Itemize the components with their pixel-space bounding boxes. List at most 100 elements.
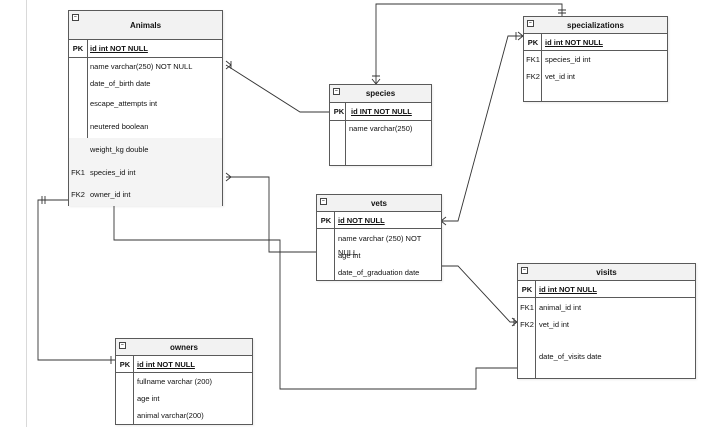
table-title: Animals bbox=[129, 21, 162, 30]
primary-key-row: PK id int NOT NULL bbox=[518, 281, 695, 298]
table-species[interactable]: − species PK id INT NOT NULL name varcha… bbox=[329, 84, 432, 166]
column-divider bbox=[334, 212, 335, 281]
table-visits[interactable]: − visits PK id int NOT NULL FK1 animal_i… bbox=[517, 263, 696, 379]
rel-vets-specializations bbox=[441, 35, 523, 222]
field-row bbox=[69, 138, 222, 206]
field-row: age int bbox=[116, 392, 252, 406]
field-name: neutered boolean bbox=[90, 122, 149, 131]
fk-label: FK1 bbox=[71, 168, 85, 177]
column-divider bbox=[541, 34, 542, 102]
rel-animals-species bbox=[225, 64, 329, 113]
field-row: age int bbox=[317, 249, 441, 263]
field-name: animal varchar(200) bbox=[137, 411, 204, 420]
field-row: animal varchar(200) bbox=[116, 409, 252, 423]
pk-field: id NOT NULL bbox=[338, 216, 385, 225]
field-row: FK1 species_id int bbox=[69, 166, 222, 180]
column-divider bbox=[87, 40, 88, 206]
many-marker-animals-species bbox=[225, 60, 232, 70]
table-specializations[interactable]: − specializations PK id int NOT NULL FK1… bbox=[523, 16, 668, 102]
table-animals[interactable]: − Animals PK id int NOT NULL name varcha… bbox=[68, 10, 223, 206]
field-name: name varchar(250) bbox=[349, 124, 413, 133]
field-name: name varchar(250) NOT NULL bbox=[90, 62, 193, 71]
field-name: weight_kg double bbox=[90, 145, 149, 154]
field-name: name varchar (250) NOT NULL bbox=[338, 234, 422, 257]
field-row: name varchar (250) NOT NULL bbox=[317, 232, 441, 257]
table-header: − species bbox=[330, 85, 431, 103]
field-name: date_of_visits date bbox=[539, 352, 602, 361]
field-name: escape_attempts int bbox=[90, 99, 158, 108]
field-row: neutered boolean bbox=[69, 120, 222, 134]
collapse-icon[interactable]: − bbox=[72, 14, 79, 21]
pk-label: PK bbox=[119, 360, 131, 369]
pk-label: PK bbox=[521, 285, 533, 294]
primary-key-row: PK id NOT NULL bbox=[317, 212, 441, 229]
pk-field: id INT NOT NULL bbox=[351, 107, 412, 116]
pk-label: PK bbox=[320, 216, 332, 225]
table-owners[interactable]: − owners PK id int NOT NULL fullname var… bbox=[115, 338, 253, 425]
primary-key-row: PK id INT NOT NULL bbox=[330, 103, 431, 121]
collapse-icon[interactable]: − bbox=[333, 88, 340, 95]
field-name: date_of_graduation date bbox=[338, 268, 420, 277]
primary-key-row: PK id int NOT NULL bbox=[116, 356, 252, 373]
fk-label: FK2 bbox=[526, 72, 540, 81]
primary-key-row: PK id int NOT NULL bbox=[524, 34, 667, 51]
fk-label: FK1 bbox=[526, 55, 540, 64]
field-name: species_id int bbox=[90, 168, 136, 177]
column-divider bbox=[133, 356, 134, 425]
field-name: vet_id int bbox=[545, 72, 576, 81]
table-title: vets bbox=[370, 199, 387, 208]
field-name: animal_id int bbox=[539, 303, 582, 312]
one-marker-specializations-top bbox=[558, 9, 566, 14]
table-title: specializations bbox=[567, 21, 624, 30]
pk-label: PK bbox=[527, 38, 539, 47]
field-row: weight_kg double bbox=[69, 143, 222, 157]
fk-label: FK1 bbox=[520, 303, 534, 312]
one-marker-owners bbox=[41, 196, 112, 364]
collapse-icon[interactable]: − bbox=[119, 342, 126, 349]
field-name: owner_id int bbox=[90, 190, 131, 199]
field-row: fullname varchar (200) bbox=[116, 375, 252, 389]
field-name: age int bbox=[338, 251, 361, 260]
many-marker-animals-vets bbox=[225, 172, 232, 182]
table-header: − vets bbox=[317, 195, 441, 212]
table-vets[interactable]: − vets PK id NOT NULL name varchar (250)… bbox=[316, 194, 442, 281]
primary-key-row: PK id int NOT NULL bbox=[69, 40, 222, 58]
collapse-icon[interactable]: − bbox=[521, 267, 528, 274]
pk-field: id int NOT NULL bbox=[137, 360, 195, 369]
field-name: fullname varchar (200) bbox=[137, 377, 213, 386]
table-header: − specializations bbox=[524, 17, 667, 34]
column-divider bbox=[535, 281, 536, 379]
field-row: FK1 species_id int bbox=[524, 53, 667, 67]
table-title: visits bbox=[596, 268, 617, 277]
field-name: species_id int bbox=[545, 55, 591, 64]
collapse-icon[interactable]: − bbox=[320, 198, 327, 205]
rel-animals-owners bbox=[37, 199, 115, 361]
field-name: age int bbox=[137, 394, 160, 403]
field-row: FK2 owner_id int bbox=[69, 188, 222, 202]
field-row: date_of_graduation date bbox=[317, 266, 441, 280]
table-title: owners bbox=[169, 343, 198, 352]
field-row: escape_attempts int bbox=[69, 97, 222, 111]
fk-label: FK2 bbox=[520, 320, 534, 329]
table-header: − owners bbox=[116, 339, 252, 356]
field-row: FK2 vet_id int bbox=[518, 318, 695, 332]
table-title: species bbox=[365, 89, 396, 98]
rel-animals-visits bbox=[113, 206, 517, 390]
collapse-icon[interactable]: − bbox=[527, 20, 534, 27]
field-name: vet_id int bbox=[539, 320, 570, 329]
field-row: FK1 animal_id int bbox=[518, 301, 695, 315]
pk-field: id int NOT NULL bbox=[90, 44, 148, 53]
field-row: name varchar(250) NOT NULL bbox=[69, 60, 222, 74]
table-header: − visits bbox=[518, 264, 695, 281]
field-row: FK2 vet_id int bbox=[524, 70, 667, 84]
column-divider bbox=[345, 103, 346, 166]
rel-vets-visits bbox=[441, 265, 517, 323]
field-row: name varchar(250) bbox=[330, 122, 431, 136]
field-name: date_of_birth date bbox=[90, 79, 151, 88]
field-row: date_of_birth date bbox=[69, 77, 222, 91]
pk-field: id int NOT NULL bbox=[539, 285, 597, 294]
field-row: date_of_visits date bbox=[518, 350, 695, 364]
pk-field: id int NOT NULL bbox=[545, 38, 603, 47]
pk-label: PK bbox=[333, 107, 345, 116]
